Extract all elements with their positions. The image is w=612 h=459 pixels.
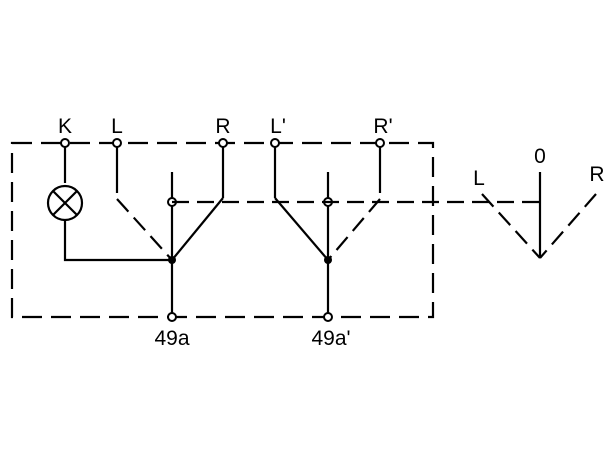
node-49a — [167, 312, 177, 322]
lamp-k — [46, 143, 172, 262]
node-left-junction — [168, 256, 176, 264]
node-49a-prime — [323, 312, 333, 322]
switch-label-right: R — [589, 163, 604, 186]
terminal-dot-k — [60, 138, 70, 148]
terminal-dot-l — [112, 138, 122, 148]
external-switch — [481, 172, 597, 259]
switch-label-left: L — [473, 167, 485, 190]
lamp-icon — [46, 184, 84, 222]
terminal-dot-r — [218, 138, 228, 148]
label-l: L — [111, 115, 123, 138]
switch-group-left — [115, 143, 225, 322]
terminal-dot-l-prime — [270, 138, 280, 148]
label-k: K — [58, 115, 72, 138]
switch-group-right — [273, 143, 382, 322]
switch-label-off: 0 — [534, 145, 546, 168]
label-l-prime: L' — [270, 115, 286, 138]
terminal-dot-r-prime — [375, 138, 385, 148]
label-49a-prime: 49a' — [311, 327, 350, 350]
label-49a: 49a — [154, 327, 189, 350]
label-r: R — [215, 115, 230, 138]
node-right-junction — [324, 256, 332, 264]
label-r-prime: R' — [373, 115, 392, 138]
